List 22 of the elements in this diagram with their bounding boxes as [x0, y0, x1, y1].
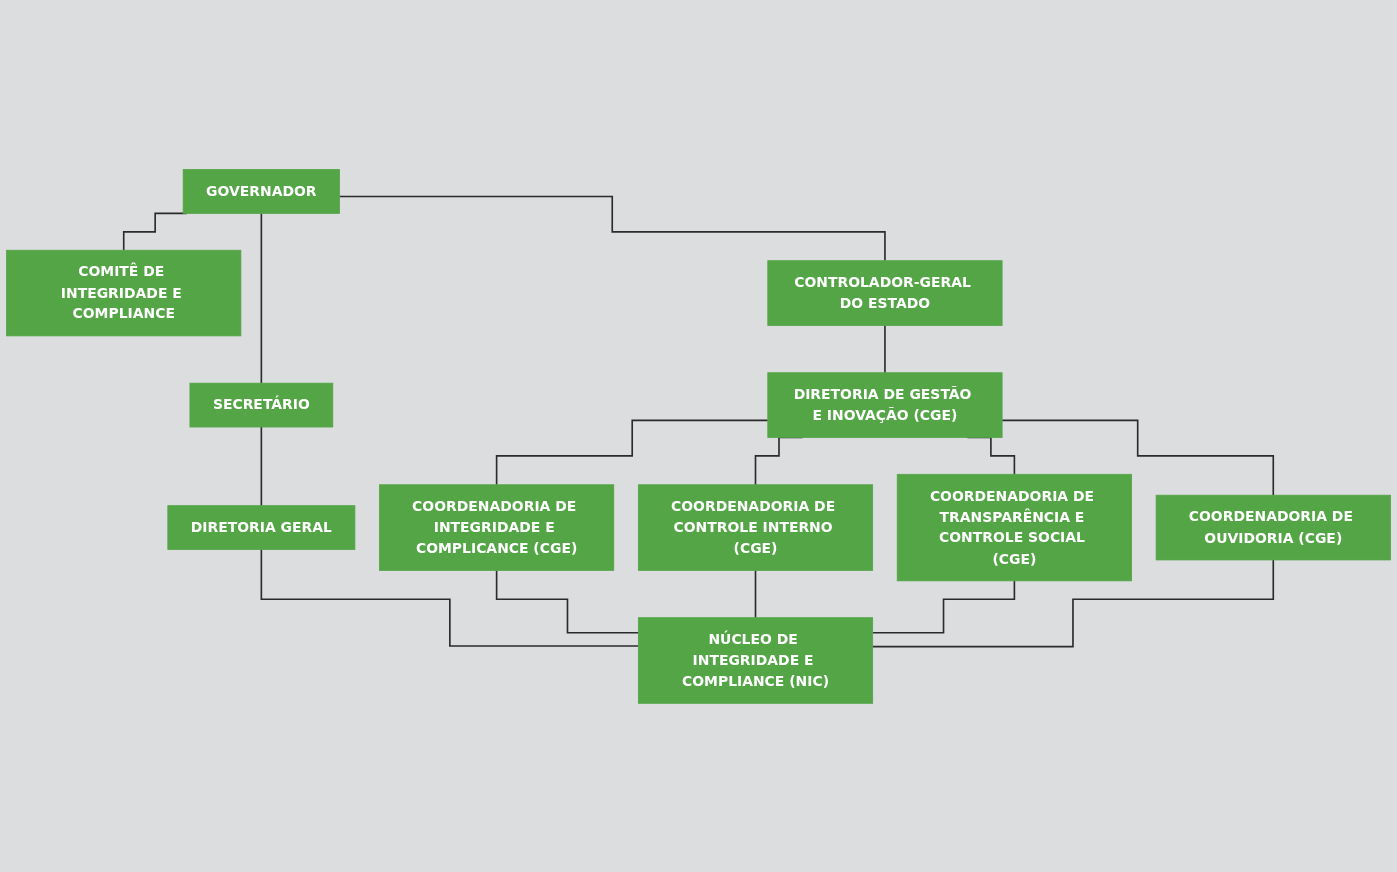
node-box: COORDENADORIA DE TRANSPARÊNCIA E CONTROLE SOCIAL (CGE)	[896, 473, 1132, 581]
connector	[871, 558, 1275, 648]
node-box: SECRETÁRIO	[189, 382, 334, 427]
node-box: DIRETORIA DE GESTÃO E INOVAÇÃO (CGE)	[767, 371, 1003, 438]
connector	[495, 569, 640, 634]
connector	[260, 212, 263, 384]
node-box: DIRETORIA GERAL	[167, 504, 356, 550]
connector	[1001, 419, 1275, 496]
connector	[884, 324, 886, 374]
connector	[754, 569, 757, 619]
node-box: COORDENADORIA DE OUVIDORIA (CGE)	[1155, 494, 1391, 560]
node-box: CONTROLADOR-GERAL DO ESTADO	[767, 259, 1003, 326]
node-box: NÚCLEO DE INTEGRIDADE E COMPLIANCE (NIC)	[637, 616, 874, 704]
connector	[495, 419, 769, 486]
node-box: COORDENADORIA DE INTEGRIDADE E COMPLICANCE (CGE)	[379, 483, 615, 571]
node-box: COMITÊ DE INTEGRIDADE E COMPLIANCE	[6, 249, 242, 336]
connector	[871, 579, 1016, 634]
connector	[260, 425, 263, 507]
node-box: GOVERNADOR	[182, 168, 340, 214]
node-box: COORDENADORIA DE CONTROLE INTERNO (CGE)	[637, 483, 874, 571]
connector	[260, 548, 640, 647]
connector	[338, 195, 886, 262]
